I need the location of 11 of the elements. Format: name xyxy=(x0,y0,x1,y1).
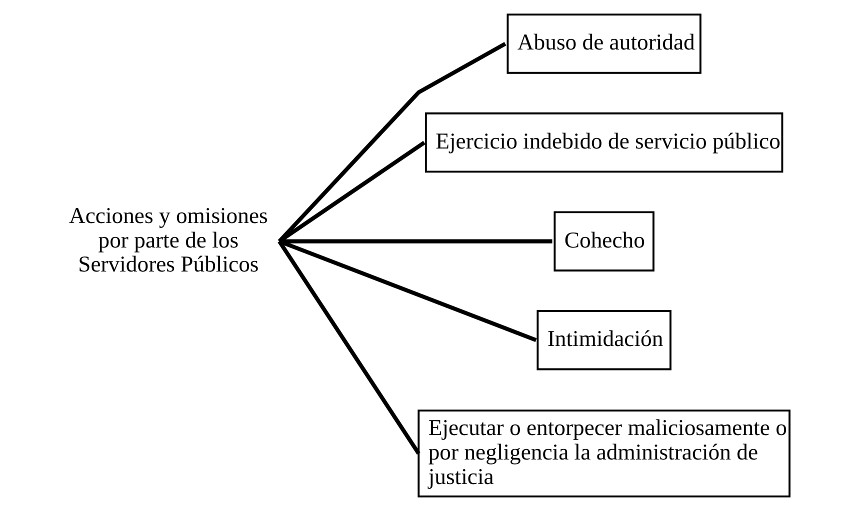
node-box: Ejecutar o entorpecer maliciosamente o por negligencia la administración de justicia xyxy=(417,410,790,498)
node-box: Abuso de autoridad xyxy=(506,14,701,74)
connector xyxy=(278,140,425,243)
connector xyxy=(277,42,506,243)
node-box: Intimidación xyxy=(536,310,671,370)
connector xyxy=(278,239,536,342)
connector xyxy=(278,239,552,244)
node-text: Acciones y omisiones por parte de los Servidores Públicos xyxy=(68,203,268,277)
connector xyxy=(277,240,420,455)
node-box: Cohecho xyxy=(553,211,654,272)
node-box: Ejercicio indebido de servicio público xyxy=(424,112,783,173)
